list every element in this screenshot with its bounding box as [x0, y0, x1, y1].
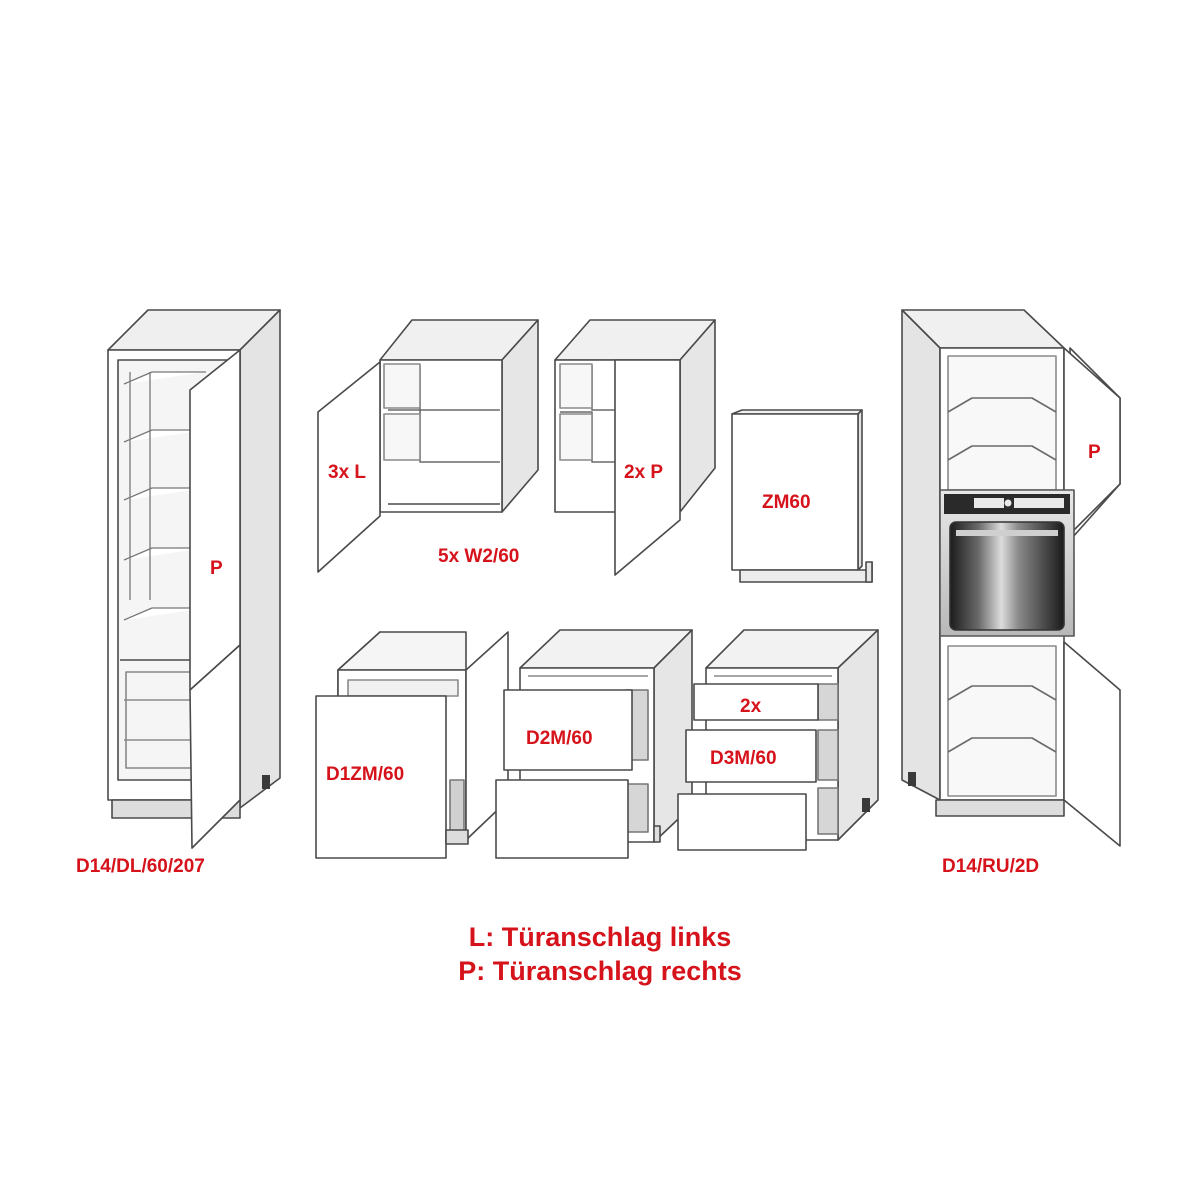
wall-left-door-label: 3x L — [328, 462, 366, 483]
panel-code-label: ZM60 — [762, 492, 811, 513]
tall-left-door-label: P — [210, 558, 223, 579]
tall-left-code-label: D14/DL/60/207 — [76, 856, 205, 877]
legend-line-left-hinge: L: Türanschlag links — [468, 922, 732, 952]
wall-cabinet-right — [554, 319, 716, 576]
oven — [939, 489, 1075, 637]
base-cabinet-drawer-3 — [677, 629, 879, 851]
tall-right-door-label: P — [1088, 442, 1101, 463]
tall-right-code-label: D14/RU/2D — [942, 856, 1039, 877]
zm60-panel — [731, 409, 873, 583]
tall-fridge-cabinet — [107, 309, 281, 849]
base-cabinet-drawer-2 — [495, 629, 693, 859]
wall-right-door-label: 2x P — [624, 462, 663, 483]
base-cabinet-drawer-1 — [315, 631, 509, 859]
base-3-code-label: D3M/60 — [710, 748, 777, 769]
legend-line-right-hinge: P: Türanschlag rechts — [458, 956, 742, 986]
base-2-code-label: D2M/60 — [526, 728, 593, 749]
wall-code-label: 5x W2/60 — [438, 546, 519, 567]
wall-cabinet-left — [317, 319, 539, 573]
base-1-code-label: D1ZM/60 — [326, 764, 404, 785]
base-3-count-label: 2x — [740, 696, 762, 717]
